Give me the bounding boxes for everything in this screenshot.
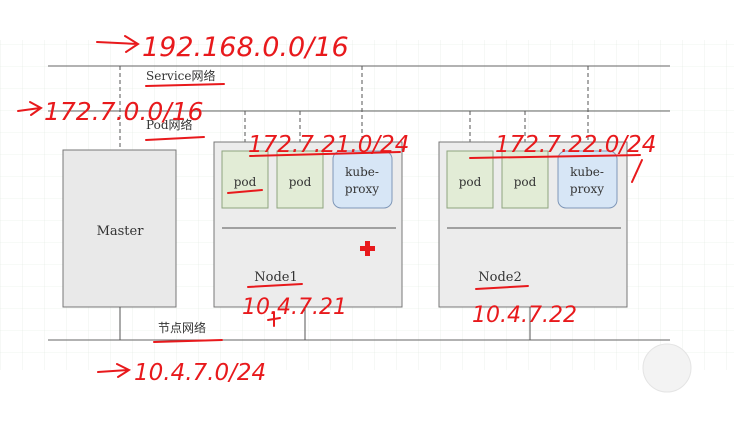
node1-pod2-label: pod <box>289 175 312 189</box>
arrow-icon <box>17 101 43 116</box>
node-network-label: 节点网络 <box>158 320 206 335</box>
node1-cidr-underline <box>249 151 401 157</box>
node2-ip-note: 10.4.7.22 <box>472 303 577 328</box>
node1-underline <box>247 283 303 288</box>
arrow-icon <box>97 363 132 378</box>
pod-underline <box>227 189 263 194</box>
node2-label: Node2 <box>478 270 522 285</box>
node1-kube-proxy-line1: kube- <box>345 165 379 179</box>
node2-pod1-label: pod <box>459 175 482 189</box>
floating-circle-button[interactable] <box>642 343 692 393</box>
node2-box: pod pod kube- proxy Node2 <box>438 141 628 308</box>
node2-pod1-box <box>446 150 494 209</box>
pod-underline <box>145 136 205 141</box>
red-handwriting: 192.168.0.0/16 172.7.0.0/16 172.7.21.0/2… <box>44 32 656 386</box>
tick-mark <box>631 159 643 183</box>
pod-cidr-note: 172.7.0.0/16 <box>44 97 204 126</box>
red-cross-icon <box>360 241 375 256</box>
node2-cidr-underline <box>469 154 641 159</box>
node2-underline <box>475 285 529 290</box>
node2-pod2-label: pod <box>514 175 537 189</box>
service-network-label: Service网络 <box>146 68 216 83</box>
node1-box: pod pod kube- proxy Node1 <box>213 141 403 308</box>
arrow-icon <box>96 35 140 53</box>
node1-label: Node1 <box>254 270 298 285</box>
node2-pod2-box <box>501 150 549 209</box>
node1-kube-proxy-box <box>332 150 393 209</box>
plus-mark <box>267 311 281 327</box>
node-network-cidr-note: 10.4.7.0/24 <box>134 360 266 386</box>
master-label: Master <box>97 224 145 239</box>
pod-network-label: Pod网络 <box>146 117 193 132</box>
node1-ip-note: 10.4.7.21 <box>242 295 347 320</box>
node2-pod-cidr-note: 172.7.22.0/24 <box>495 132 656 158</box>
node2-kube-proxy-line2: proxy <box>570 182 604 196</box>
node2-kube-proxy-box <box>557 150 618 209</box>
node-network-underline <box>153 339 223 343</box>
service-underline <box>145 83 225 87</box>
node2-kube-proxy-line1: kube- <box>570 165 604 179</box>
node1-kube-proxy-line2: proxy <box>345 182 379 196</box>
red-annotations <box>17 35 643 378</box>
node1-pod1-box <box>221 150 269 209</box>
network-lines <box>48 65 670 341</box>
master-box: Master <box>62 149 177 308</box>
service-cidr-note: 192.168.0.0/16 <box>142 32 349 63</box>
node1-pod1-label: pod <box>234 175 257 189</box>
node1-pod-cidr-note: 172.7.21.0/24 <box>248 132 409 158</box>
node1-pod2-box <box>276 150 324 209</box>
